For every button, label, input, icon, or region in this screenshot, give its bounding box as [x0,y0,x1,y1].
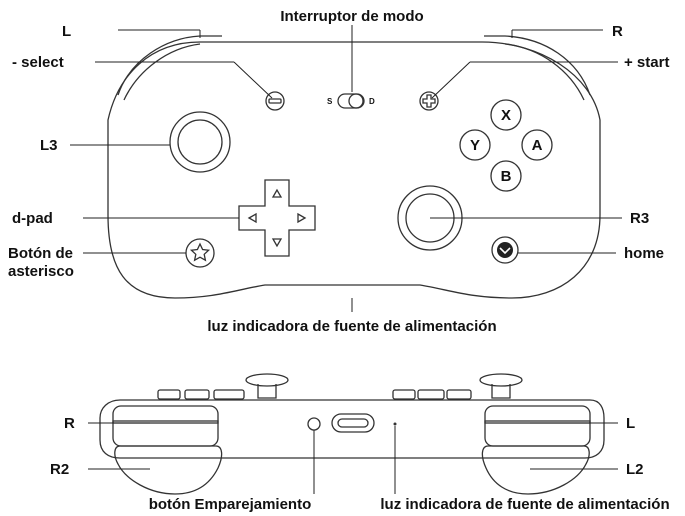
top-button-2 [184,389,210,400]
x-button-label: X [501,107,511,124]
label-l3: L3 [40,137,58,154]
label-r2: R2 [50,461,69,478]
label-l-top: L [62,23,71,40]
top-button-6 [446,389,472,400]
top-button-4 [392,389,416,400]
mode-switch-s-label: S [327,97,333,106]
l-bumper-outline [117,35,222,96]
controller-front-view [88,373,618,495]
label-r3: R3 [630,210,649,227]
usb-c-port-inner [337,418,369,428]
usb-c-port [331,413,375,433]
label-l-side: L [626,415,635,432]
top-button-1 [157,389,181,400]
label-select: - select [12,54,64,71]
mode-switch [337,93,365,109]
label-power-light-top: luz indicadora de fuente de alimentación [207,318,496,335]
dpad-outline [238,179,316,257]
l-bumper-inner [123,43,201,101]
r-bumper-outline [484,35,591,96]
right-stick-cap [479,373,523,387]
power-light-dot [393,422,397,426]
top-button-3 [213,389,245,400]
leader-select-diag [233,61,273,99]
label-pairing-button: botón Emparejamiento [149,496,312,513]
select-button [265,91,285,111]
x-button [490,99,522,131]
l-bumper-side [484,405,591,447]
dpad-right-icon [297,212,307,224]
left-stick-cap [245,373,289,387]
edge-body-outline [99,399,605,459]
home-button [491,236,519,264]
label-start: + start [624,54,669,71]
y-button [459,129,491,161]
start-button [419,91,439,111]
label-mode-switch: Interruptor de modo [280,8,423,25]
label-r-top: R [612,23,623,40]
pairing-button [307,417,321,431]
plus-icon [422,94,436,108]
controller-body-outline [107,41,601,299]
right-stick-shaft [491,384,511,399]
star-icon [189,242,211,262]
dpad-up-icon [271,188,283,198]
controller-top-view: S D X Y A B [70,25,622,312]
l3-stick-outer [169,111,231,173]
r-bumper-side [112,405,219,447]
label-asterisk-line1: Botón de [8,245,73,262]
l3-stick-inner [177,119,223,165]
y-button-label: Y [470,137,480,154]
left-stick-shaft [257,384,277,399]
b-button-label: B [501,168,512,185]
r-bumper-seam [112,420,219,424]
dpad-down-icon [271,238,283,248]
home-icon [497,242,513,258]
label-l2: L2 [626,461,644,478]
dpad-arrow-icons [247,188,307,248]
label-power-light-bottom: luz indicadora de fuente de alimentación [380,496,669,513]
leader-start-diag [431,61,471,99]
a-button [521,129,553,161]
label-home: home [624,245,664,262]
label-r-side: R [64,415,75,432]
label-dpad: d-pad [12,210,53,227]
mode-switch-d-label: D [369,97,375,106]
r-bumper-inner [504,43,585,101]
mode-switch-knob [348,93,364,109]
home-icon-glyph [499,247,511,255]
a-button-label: A [532,137,543,154]
l2-trigger [481,445,590,495]
r2-trigger [114,445,223,495]
top-button-5 [417,389,445,400]
b-button [490,160,522,192]
label-asterisk-line2: asterisco [8,263,74,280]
dpad-left-icon [247,212,257,224]
minus-icon [268,98,282,104]
